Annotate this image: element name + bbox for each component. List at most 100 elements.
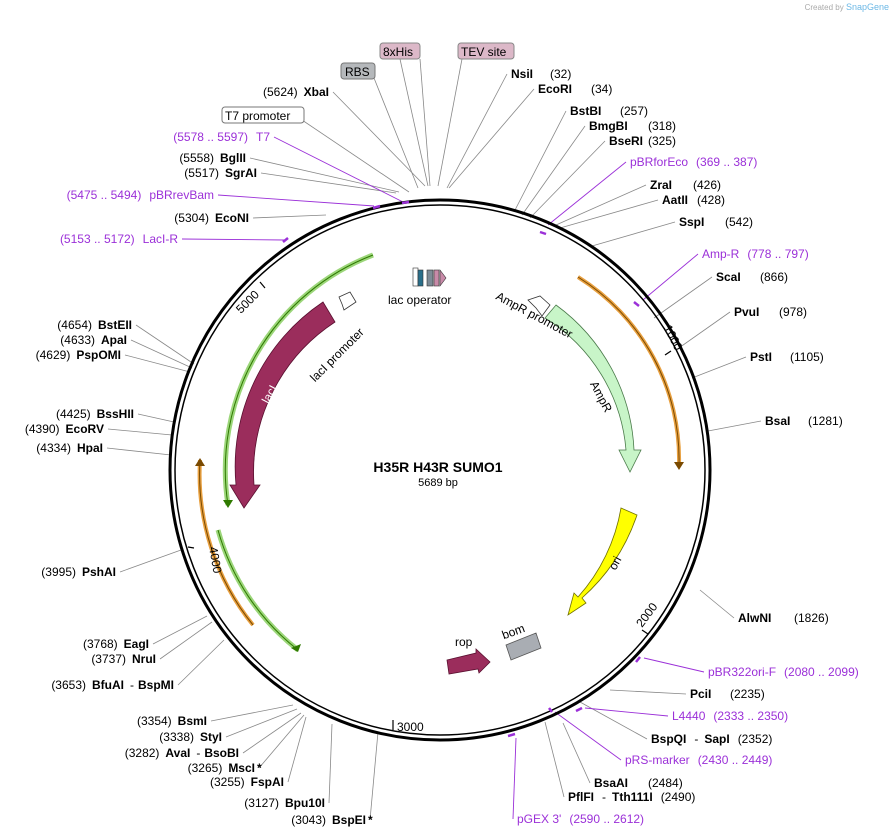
feature-ampr[interactable] (544, 304, 642, 473)
primer-amp-r[interactable]: Amp-R(778 .. 797) (702, 247, 809, 261)
enzyme-site-bstbi[interactable]: BstBI(257) (570, 104, 648, 118)
feature-laci-promoter[interactable] (338, 291, 357, 311)
enzyme-site-pshai[interactable]: PshAI(3995) (41, 565, 116, 579)
enzyme-site-avai[interactable]: BsoBI-AvaI(3282) (125, 746, 239, 760)
enzyme-site-bsshii[interactable]: BssHII(4425) (56, 407, 134, 421)
enzyme-name: BglII (220, 151, 246, 165)
enzyme-site-nrui[interactable]: NruI(3737) (91, 652, 156, 666)
primer-l4440[interactable]: L4440(2333 .. 2350) (672, 709, 788, 723)
primer-prs-marker[interactable]: pRS-marker (2430 .. 2449) (625, 753, 772, 767)
enzyme-position: (3127) (244, 796, 279, 810)
enzyme-name: PciI (690, 687, 711, 701)
enzyme-site-bglii[interactable]: BglII(5558) (179, 151, 246, 165)
primer-laci-r[interactable]: LacI-R(5153 .. 5172) (60, 232, 178, 246)
primer-name: pBRrevBam (149, 188, 214, 202)
enzyme-site-eagi[interactable]: EagI(3768) (83, 637, 149, 651)
enzyme-site-bsai[interactable]: BsaI(1281) (765, 414, 843, 428)
enzyme-star: * (368, 813, 373, 827)
enzyme-position: (325) (648, 134, 676, 148)
enzyme-name: Bpu10I (285, 796, 325, 810)
primer-pbrrevbam[interactable]: pBRrevBam(5475 .. 5494) (67, 188, 214, 202)
enzyme-position: (318) (648, 119, 676, 133)
enzyme-site-bsaai[interactable]: BsaAI(2484) (594, 776, 683, 790)
plasmid-name: H35R H43R SUMO1 (373, 459, 502, 475)
enzyme-site-aatii[interactable]: AatII(428) (662, 193, 725, 207)
enzyme-name: StyI (200, 730, 222, 744)
enzyme-site-bmgbi[interactable]: BmgBI(318) (589, 119, 676, 133)
boxed-labels: 8xHis TEV site RBS T7 promoter (221, 42, 515, 124)
enzyme-site-ecorv[interactable]: EcoRV(4390) (25, 422, 104, 436)
enzyme-site-pspomi[interactable]: PspOMI(4629) (36, 348, 121, 362)
enzyme-position: (2235) (730, 687, 765, 701)
enzyme-site-pvui[interactable]: PvuI(978) (734, 305, 807, 319)
enzyme-name: XbaI (304, 85, 329, 99)
feature-laci[interactable] (229, 301, 336, 509)
his-label: 8xHis (383, 45, 413, 59)
primer-name: pRS-marker (625, 753, 690, 767)
primer-t7[interactable]: T7(5578 .. 5597) (173, 130, 270, 144)
enzyme-site-bseri[interactable]: BseRI(325) (609, 134, 676, 148)
enzyme-position: (257) (620, 104, 648, 118)
tev-box (433, 269, 440, 287)
enzyme-site-nsii[interactable]: NsiI(32) (511, 67, 571, 81)
enzyme-name-2: BsoBI (204, 746, 239, 760)
enzyme-site-ecori[interactable]: EcoRI(34) (538, 82, 612, 96)
enzyme-site-pcii[interactable]: PciI (2235) (690, 687, 765, 701)
tev-label-box[interactable] (457, 42, 515, 60)
primer-pgex-3-[interactable]: pGEX 3'(2590 .. 2612) (517, 812, 644, 826)
enzyme-site-bfuai[interactable]: BspMI-BfuAI(3653) (51, 678, 174, 692)
feature-lac-operator-cluster[interactable] (412, 267, 447, 287)
enzyme-name: ZraI (650, 178, 672, 192)
enzyme-site-sspi[interactable]: SspI(542) (679, 215, 753, 229)
enzyme-site-bsteii[interactable]: BstEII(4654) (57, 318, 132, 332)
enzyme-position: (5304) (174, 211, 209, 225)
enzyme-site-sgrai[interactable]: SgrAI(5517) (184, 166, 257, 180)
primer-name: LacI-R (143, 232, 179, 246)
enzyme-site-econi[interactable]: EcoNI(5304) (174, 211, 249, 225)
lac-operator-box (412, 267, 419, 287)
his-label-box[interactable] (379, 42, 421, 60)
enzyme-site-apai[interactable]: ApaI(4633) (60, 333, 127, 347)
enzyme-site-zrai[interactable]: ZraI(426) (650, 178, 721, 192)
enzyme-position: (3653) (51, 678, 86, 692)
orf-arc-ampr-inner (577, 276, 680, 466)
enzyme-site-bpu10i[interactable]: Bpu10I (3127) (244, 796, 325, 810)
enzyme-site-styi[interactable]: StyI(3338) (159, 730, 222, 744)
tev-arrow (439, 269, 447, 287)
enzyme-name: BsaAI (594, 776, 628, 790)
enzyme-site-bsmi[interactable]: BsmI(3354) (137, 714, 207, 728)
primer-range: (2430 .. 2449) (698, 753, 773, 767)
primer-pbr322ori-f[interactable]: pBR322ori-F(2080 .. 2099) (708, 665, 859, 679)
enzyme-site-bspqi[interactable]: BspQI-SapI(2352) (651, 732, 772, 746)
enzyme-name: SspI (679, 215, 704, 229)
rbs-label-box[interactable] (340, 62, 376, 80)
enzyme-name: ScaI (716, 270, 741, 284)
primer-pbrforeco[interactable]: pBRforEco(369 .. 387) (630, 155, 757, 169)
feature-ampr-promoter[interactable] (527, 295, 551, 317)
feature-bom[interactable] (505, 632, 542, 661)
enzyme-site-alwni[interactable]: AlwNI(1826) (738, 611, 829, 625)
enzyme-name: PstI (750, 350, 772, 364)
enzyme-site-scai[interactable]: ScaI (866) (716, 270, 788, 284)
tev-label: TEV site (461, 45, 507, 59)
primer-marks (282, 200, 641, 738)
primer-range: (778 .. 797) (747, 247, 808, 261)
t7-promoter-label-box[interactable] (221, 106, 305, 124)
feature-ori[interactable] (567, 507, 638, 616)
enzyme-site-bspei[interactable]: *BspEI(3043) (291, 813, 373, 827)
feature-rop[interactable] (446, 648, 491, 675)
enzyme-site-fspai[interactable]: FspAI(3255) (210, 775, 284, 789)
enzyme-site-psti[interactable]: PstI (1105) (750, 350, 824, 364)
enzyme-position: (866) (760, 270, 788, 284)
enzyme-position: (1105) (790, 350, 824, 364)
enzyme-site-msci[interactable]: *MscI(3265) (188, 761, 262, 775)
primer-name: pBR322ori-F (708, 665, 776, 679)
enzyme-star: * (257, 761, 262, 775)
orf-arc-left-inner (199, 459, 254, 626)
enzyme-site-pflfi[interactable]: PflFI-Tth111I(2490) (568, 790, 695, 804)
enzyme-site-xbai[interactable]: XbaI(5624) (263, 85, 329, 99)
enzyme-position: (4390) (25, 422, 60, 436)
enzyme-name: BstEII (98, 318, 132, 332)
orf-arc-laci-2-inner (217, 529, 299, 651)
enzyme-site-hpai[interactable]: HpaI(4334) (36, 441, 103, 455)
